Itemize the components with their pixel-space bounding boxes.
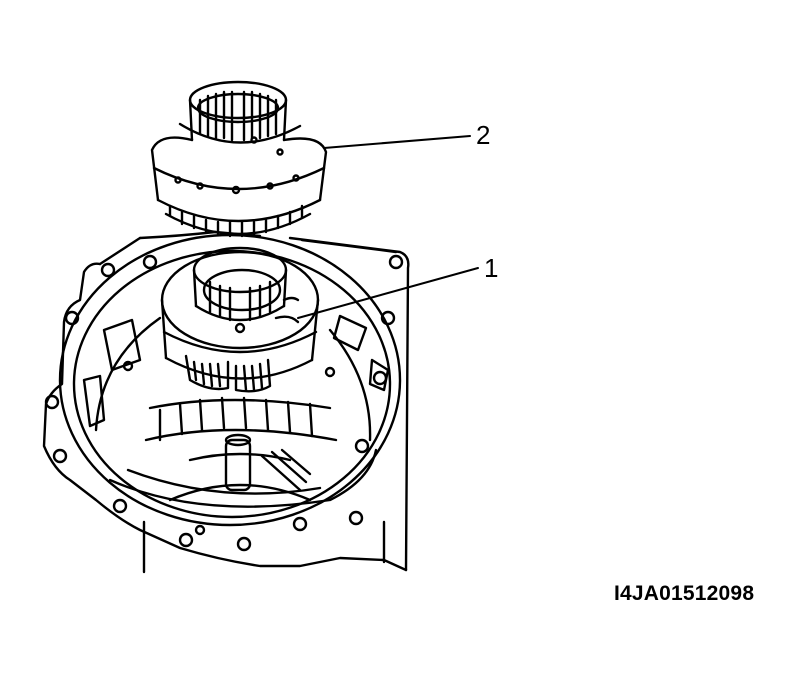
figure-code: I4JA01512098 [614,582,755,605]
callout-1-label: 1 [484,253,499,283]
leader-line-2 [324,136,470,148]
upper-drum [152,82,326,236]
callout-2-label: 2 [476,120,491,150]
leader-line-1 [298,268,478,318]
lower-gear-assembly [162,248,318,391]
transmission-housing [44,232,408,572]
